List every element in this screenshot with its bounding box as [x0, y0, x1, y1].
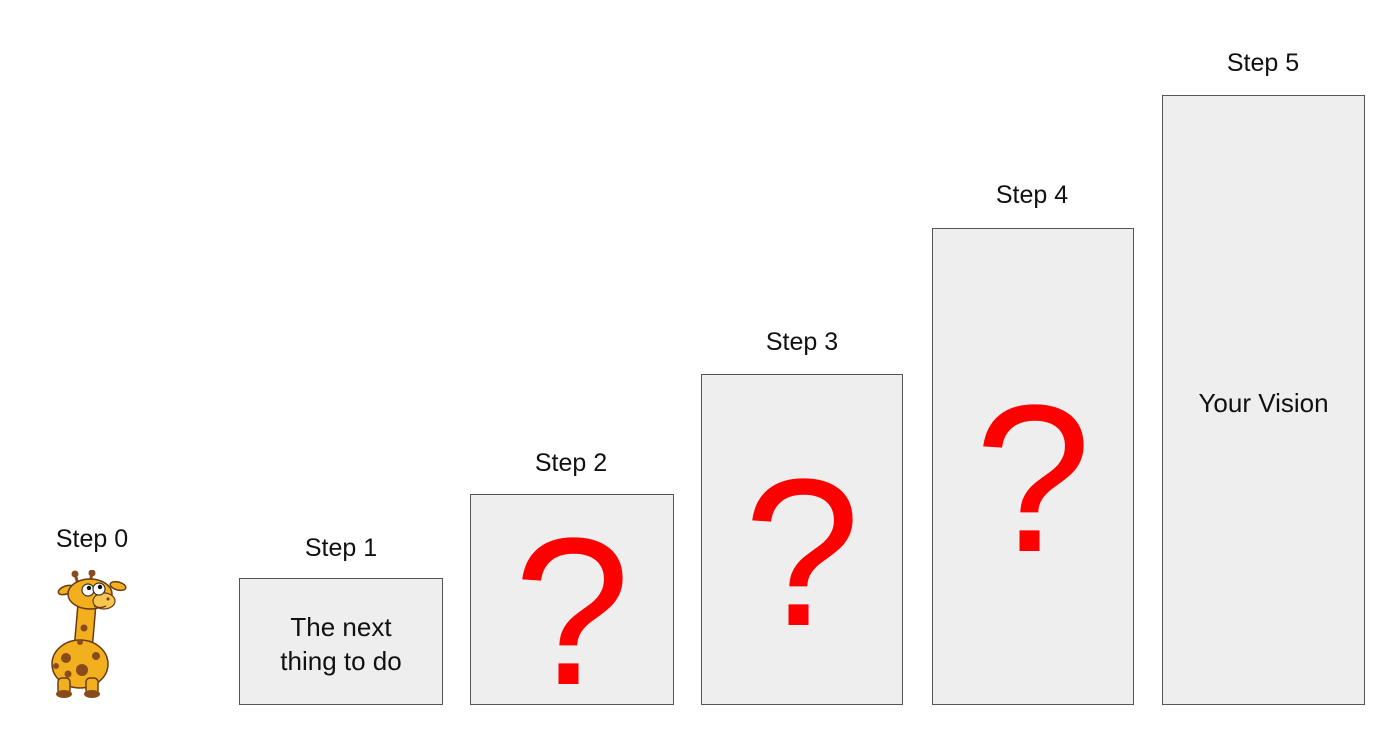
- step-4-label: Step 4: [995, 181, 1069, 209]
- step-5-box: Your Vision: [1162, 95, 1365, 705]
- step-4-box: ?: [932, 228, 1134, 705]
- step-1-label: Step 1: [304, 534, 378, 562]
- step-1-text-line-1: The next: [290, 612, 392, 642]
- step-2-label: Step 2: [534, 449, 608, 477]
- step-5-text: Your Vision: [1198, 388, 1329, 418]
- step-5-label: Step 5: [1226, 49, 1300, 77]
- step-1-box: The next thing to do: [239, 578, 443, 705]
- step-3-label: Step 3: [765, 328, 839, 356]
- step-3-box: ?: [701, 374, 903, 705]
- step-1-text-line-2: thing to do: [280, 646, 402, 676]
- step-0-label: Step 0: [55, 525, 129, 553]
- step-4-question-mark: ?: [974, 361, 1092, 596]
- step-3-question-mark: ?: [743, 435, 861, 670]
- step-2-box: ?: [470, 494, 674, 717]
- step-2-question-mark: ?: [513, 494, 631, 729]
- giraffe-icon: [51, 570, 127, 698]
